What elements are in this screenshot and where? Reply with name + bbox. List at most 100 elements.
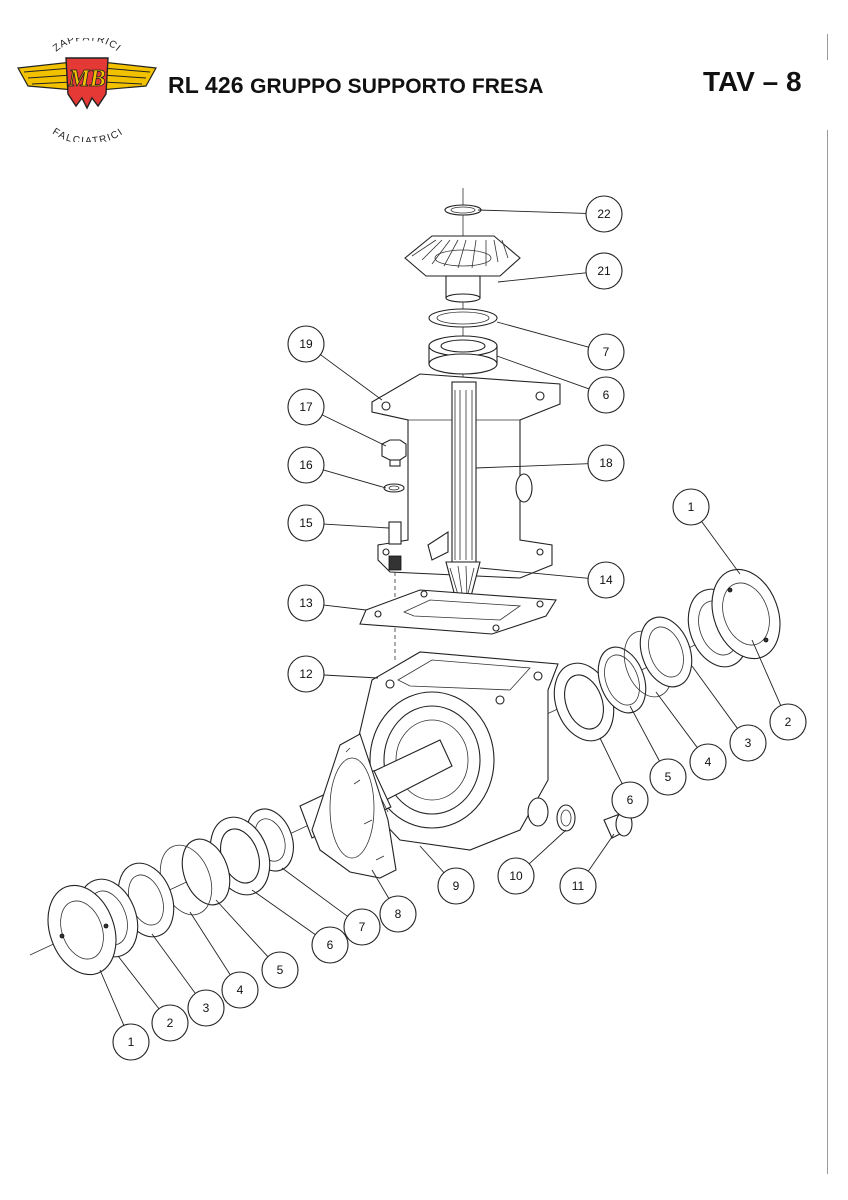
callout-19: 19 [287,325,325,363]
callout-label: 6 [627,793,634,807]
callout-circle [611,781,649,819]
callout-circle [287,504,325,542]
callout-label: 1 [688,500,695,514]
callout-label: 10 [509,869,523,883]
callout-circle [769,703,807,741]
leader-line-6 [599,737,623,784]
leader-line-7 [496,321,589,348]
callout-label: 19 [299,337,313,351]
callout-circle [112,1023,150,1061]
callout-label: 9 [453,879,460,893]
callout-label: 22 [597,207,611,221]
callout-label: 3 [203,1001,210,1015]
part-bolt [381,439,407,467]
callout-11: 11 [559,867,597,905]
leader-line-18 [475,463,589,469]
leader-line-19 [320,354,383,401]
logo-shield [65,57,109,110]
part-seal-right [639,616,693,688]
part-washer-small [556,804,576,832]
leader-line-1 [701,521,741,575]
logo-wing-right [99,61,157,91]
callout-circle [649,758,687,796]
part-bearing-right [553,662,615,742]
callout-label: 3 [745,736,752,750]
leader-line-6 [496,355,590,390]
part-vertical-support [371,373,561,579]
callout-circle [151,1004,189,1042]
leader-line-14 [479,567,589,579]
callout-circle [311,926,349,964]
callout-22: 22 [585,195,623,233]
callout-label: 2 [167,1016,174,1030]
callout-10: 10 [497,857,535,895]
leader-line-6 [251,889,316,935]
title-model: RL 426 [168,72,244,98]
callout-circle [729,724,767,762]
callout-circle [587,333,625,371]
callout-18: 18 [587,444,625,482]
callout-label: 1 [128,1035,135,1049]
callout-label: 8 [395,907,402,921]
leader-line-12 [323,674,379,679]
part-spacer-ring-upper [428,308,498,328]
callout-label: 18 [599,456,613,470]
callout-label: 2 [785,715,792,729]
leader-line-13 [323,604,367,611]
callout-label: 5 [665,770,672,784]
callout-circle [497,857,535,895]
callout-circle [261,951,299,989]
callout-5: 5 [261,951,299,989]
callout-21: 21 [585,252,623,290]
leader-line-10 [528,829,567,865]
callout-4: 4 [221,971,259,1009]
leader-line-5 [629,705,660,762]
part-gasket [359,589,557,635]
callout-label: 21 [597,264,611,278]
part-stud [388,521,402,660]
callout-label: 5 [277,963,284,977]
callout-8: 8 [379,895,417,933]
callout-label: 6 [327,938,334,952]
plate-number: TAV – 8 [703,66,802,97]
leader-line-3 [151,933,196,994]
callout-circle [287,446,325,484]
leader-lines [99,209,782,1026]
callout-circle [437,867,475,905]
callout-circle [585,195,623,233]
part-bevel-gear [404,235,521,303]
callout-label: 11 [572,879,585,893]
leader-line-7 [281,867,348,917]
page-title: RL 426 GRUPPO SUPPORTO FRESA [168,72,544,99]
leader-line-3 [691,665,738,729]
callout-17: 17 [287,388,325,426]
callout-6: 6 [311,926,349,964]
callout-2: 2 [769,703,807,741]
callout-circle [559,867,597,905]
callout-7: 7 [587,333,625,371]
leader-line-8 [371,869,390,899]
page-edge-line [827,34,828,1174]
callout-circle [343,908,381,946]
callout-14: 14 [587,561,625,599]
part-bearing-upper [428,335,498,375]
callout-6: 6 [587,376,625,414]
callout-circle [221,971,259,1009]
callout-label: 6 [603,388,610,402]
part-main-housing [357,651,559,851]
callout-circle [587,444,625,482]
part-washer [383,483,405,493]
callout-9: 9 [437,867,475,905]
callout-layer: 2221761917181615141312123456910118765432… [112,195,807,1061]
callout-circle [287,325,325,363]
callout-13: 13 [287,584,325,622]
callout-circle [187,989,225,1027]
callout-label: 16 [299,458,313,472]
leader-line-5 [215,899,269,958]
leader-line-4 [189,911,231,976]
part-cover-right [711,568,781,660]
leader-line-16 [323,469,387,489]
part-ring-left [181,838,231,906]
title-text: GRUPPO SUPPORTO FRESA [250,75,544,98]
